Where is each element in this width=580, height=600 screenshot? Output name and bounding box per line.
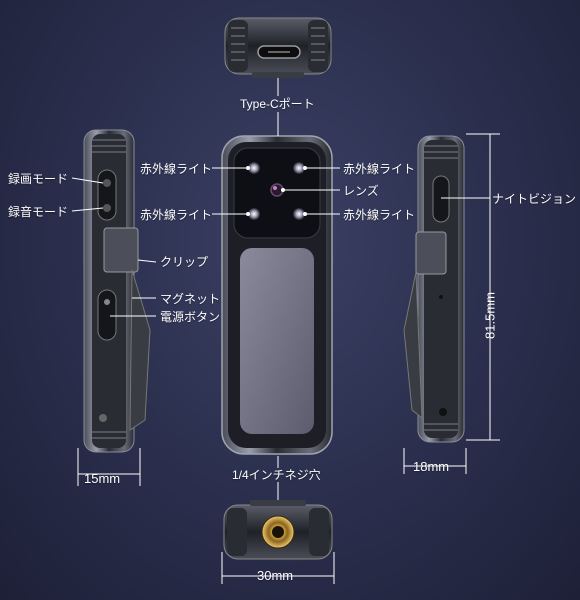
night-vision-label: ナイトビジョン <box>492 192 577 206</box>
audio-mode-label: 録音モード <box>8 205 69 219</box>
ir-led-icon <box>293 162 305 174</box>
bottom-width-dimension: 30mm <box>257 568 294 583</box>
depth-dimension: 18mm <box>413 459 450 474</box>
height-dimension: 81.5mm <box>482 292 498 339</box>
left-side-view <box>83 129 151 453</box>
ir-light-label: 赤外線ライト <box>343 162 416 176</box>
clip-label: クリップ <box>160 255 209 269</box>
video-mode-label: 録画モード <box>8 172 69 186</box>
ir-led-icon <box>248 208 260 220</box>
leader-lines <box>71 78 500 584</box>
side-width-dimension: 15mm <box>84 471 121 486</box>
magnet-label: マグネット <box>160 292 221 306</box>
top-view <box>224 17 332 78</box>
lens-label: レンズ <box>343 184 379 198</box>
ir-led-icon <box>293 208 305 220</box>
ir-light-label: 赤外線ライト <box>343 208 416 222</box>
type-c-port-label: Type-Cポート <box>240 97 315 111</box>
power-button-label: 電源ボタン <box>160 310 221 324</box>
ir-light-label: 赤外線ライト <box>140 208 213 222</box>
tripod-hole-label: 1/4インチネジ穴 <box>232 468 321 482</box>
bottom-view <box>223 500 333 560</box>
ir-led-icon <box>248 162 260 174</box>
ir-light-label: 赤外線ライト <box>140 162 213 176</box>
front-view <box>221 135 333 455</box>
right-side-view <box>403 135 465 443</box>
